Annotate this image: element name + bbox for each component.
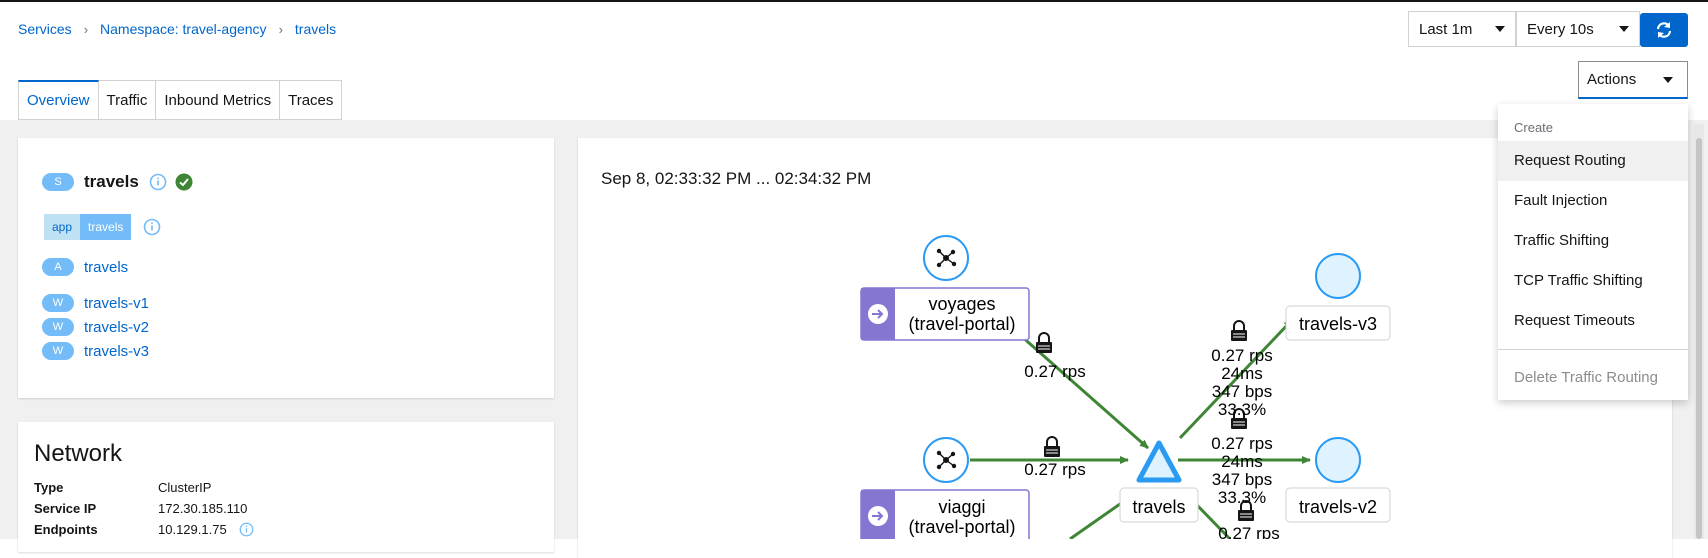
chevron-right-icon: ›: [83, 21, 89, 37]
travels-service-node[interactable]: [1136, 440, 1182, 483]
lock-icon: [1231, 320, 1247, 341]
app-badge: A: [42, 258, 74, 276]
tab-inbound-metrics[interactable]: Inbound Metrics: [156, 80, 281, 120]
menu-item-request-timeouts[interactable]: Request Timeouts: [1514, 312, 1635, 329]
app-link[interactable]: travels: [84, 258, 129, 276]
service-graph: voyages (travel-portal) viaggi (travel-p…: [860, 235, 1391, 539]
menu-item-fault-injection[interactable]: Fault Injection: [1514, 192, 1608, 209]
lock-icon: [1044, 436, 1060, 457]
workload-badge: W: [42, 294, 74, 312]
service-badge: S: [42, 173, 74, 191]
edge-label-v3-rps: 0.27 rps: [1211, 346, 1272, 365]
menu-item-tcp-traffic-shifting[interactable]: TCP Traffic Shifting: [1514, 272, 1643, 289]
scrollbar-thumb[interactable]: [1696, 138, 1702, 539]
travels-v2-node[interactable]: [1315, 437, 1361, 483]
tab-traces[interactable]: Traces: [280, 80, 343, 120]
edge-label-v2-latency: 24ms: [1221, 452, 1263, 471]
graph-time-range: Sep 8, 02:33:32 PM ... 02:34:32 PM: [601, 169, 872, 188]
info-icon[interactable]: [239, 522, 254, 537]
tab-traffic[interactable]: Traffic: [98, 80, 157, 120]
top-border: [0, 0, 1708, 2]
edge-label-viaggi: 0.27 rps: [1024, 460, 1085, 479]
workload-row: W travels-v3: [42, 342, 149, 360]
tab-bar: Overview Traffic Inbound Metrics Traces: [18, 80, 343, 120]
edge-label-v3-latency: 24ms: [1221, 364, 1263, 383]
travels-v2-label: travels-v2: [1299, 497, 1377, 517]
menu-item-request-routing[interactable]: Request Routing: [1498, 141, 1688, 181]
health-ok-icon: [175, 173, 193, 191]
info-icon[interactable]: [143, 218, 161, 236]
edge-label-v2-percent: 33.3%: [1218, 488, 1266, 507]
tab-overview[interactable]: Overview: [18, 80, 99, 120]
actions-label: Actions: [1587, 71, 1637, 88]
scrollbar[interactable]: [1694, 124, 1704, 539]
workload-badge: W: [42, 318, 74, 336]
workload-icon: [936, 450, 957, 470]
service-name: travels: [84, 172, 139, 191]
edge-voyages-travels[interactable]: [1019, 333, 1149, 450]
edge-label-v1-rps: 0.27 rps: [1218, 524, 1279, 539]
travels-v3-label: travels-v3: [1299, 314, 1377, 334]
caret-down-icon: [1663, 76, 1673, 83]
travels-label-box: [1119, 487, 1199, 523]
workload-row: W travels-v2: [42, 318, 149, 336]
refresh-icon: [1656, 22, 1672, 38]
chevron-right-icon: ›: [278, 21, 283, 37]
menu-divider: [1498, 349, 1688, 350]
breadcrumb-namespace[interactable]: Namespace: travel-agency: [100, 21, 267, 37]
edge-label-v2-rps: 0.27 rps: [1211, 434, 1272, 453]
lock-icon: [1238, 500, 1254, 521]
refresh-interval-value: Every 10s: [1527, 20, 1594, 38]
breadcrumb-services[interactable]: Services: [18, 21, 72, 37]
breadcrumb: Services › Namespace: travel-agency › tr…: [18, 21, 336, 37]
voyages-namespace: (travel-portal): [908, 314, 1015, 334]
edge-travels-v1[interactable]: [1192, 500, 1232, 539]
lock-icon: [1231, 408, 1247, 429]
service-info-card: S travels app travels A travels W travel…: [18, 138, 554, 398]
refresh-interval-select[interactable]: Every 10s: [1516, 11, 1640, 47]
app-row: A travels: [42, 258, 128, 276]
voyages-label: voyages: [928, 294, 995, 314]
info-icon[interactable]: [149, 173, 167, 191]
workload-link-v3[interactable]: travels-v3: [84, 342, 150, 360]
menu-item-traffic-shifting[interactable]: Traffic Shifting: [1514, 232, 1610, 249]
edge-label-voyages: 0.27 rps: [1024, 362, 1085, 381]
workload-link-v2[interactable]: travels-v2: [84, 318, 150, 336]
workload-badge: W: [42, 342, 74, 360]
workload-row: W travels-v1: [42, 294, 149, 312]
travels-v2-label-box: [1285, 487, 1391, 523]
duration-select[interactable]: Last 1m: [1408, 11, 1516, 47]
edge-travels-v3[interactable]: [1178, 318, 1294, 440]
edge-label-v3-percent: 33.3%: [1218, 400, 1266, 419]
travels-v3-label-box: [1285, 305, 1391, 341]
edge-label-v2-throughput: 347 bps: [1212, 470, 1273, 489]
viaggi-label: viaggi: [938, 497, 985, 517]
network-title: Network: [34, 440, 123, 467]
duration-value: Last 1m: [1419, 20, 1473, 38]
caret-down-icon: [1619, 26, 1629, 32]
caret-down-icon: [1495, 26, 1505, 32]
edge-label-v3-throughput: 347 bps: [1212, 382, 1273, 401]
workload-link-v1[interactable]: travels-v1: [84, 294, 150, 312]
travels-v3-node[interactable]: [1315, 253, 1361, 299]
menu-header-create: Create: [1514, 120, 1554, 135]
service-labels: app travels: [44, 214, 161, 240]
refresh-button[interactable]: [1640, 13, 1688, 47]
breadcrumb-service[interactable]: travels: [294, 21, 337, 37]
actions-menu: Create Request Routing Fault Injection T…: [1498, 104, 1688, 400]
travels-label: travels: [1132, 497, 1185, 517]
label-key: app: [44, 214, 81, 240]
label-value: travels: [80, 214, 132, 240]
lock-icon: [1036, 332, 1052, 353]
viaggi-namespace: (travel-portal): [908, 517, 1015, 537]
menu-item-delete-traffic-routing: Delete Traffic Routing: [1514, 369, 1658, 386]
workload-icon: [936, 248, 957, 268]
actions-button[interactable]: Actions: [1578, 61, 1688, 99]
